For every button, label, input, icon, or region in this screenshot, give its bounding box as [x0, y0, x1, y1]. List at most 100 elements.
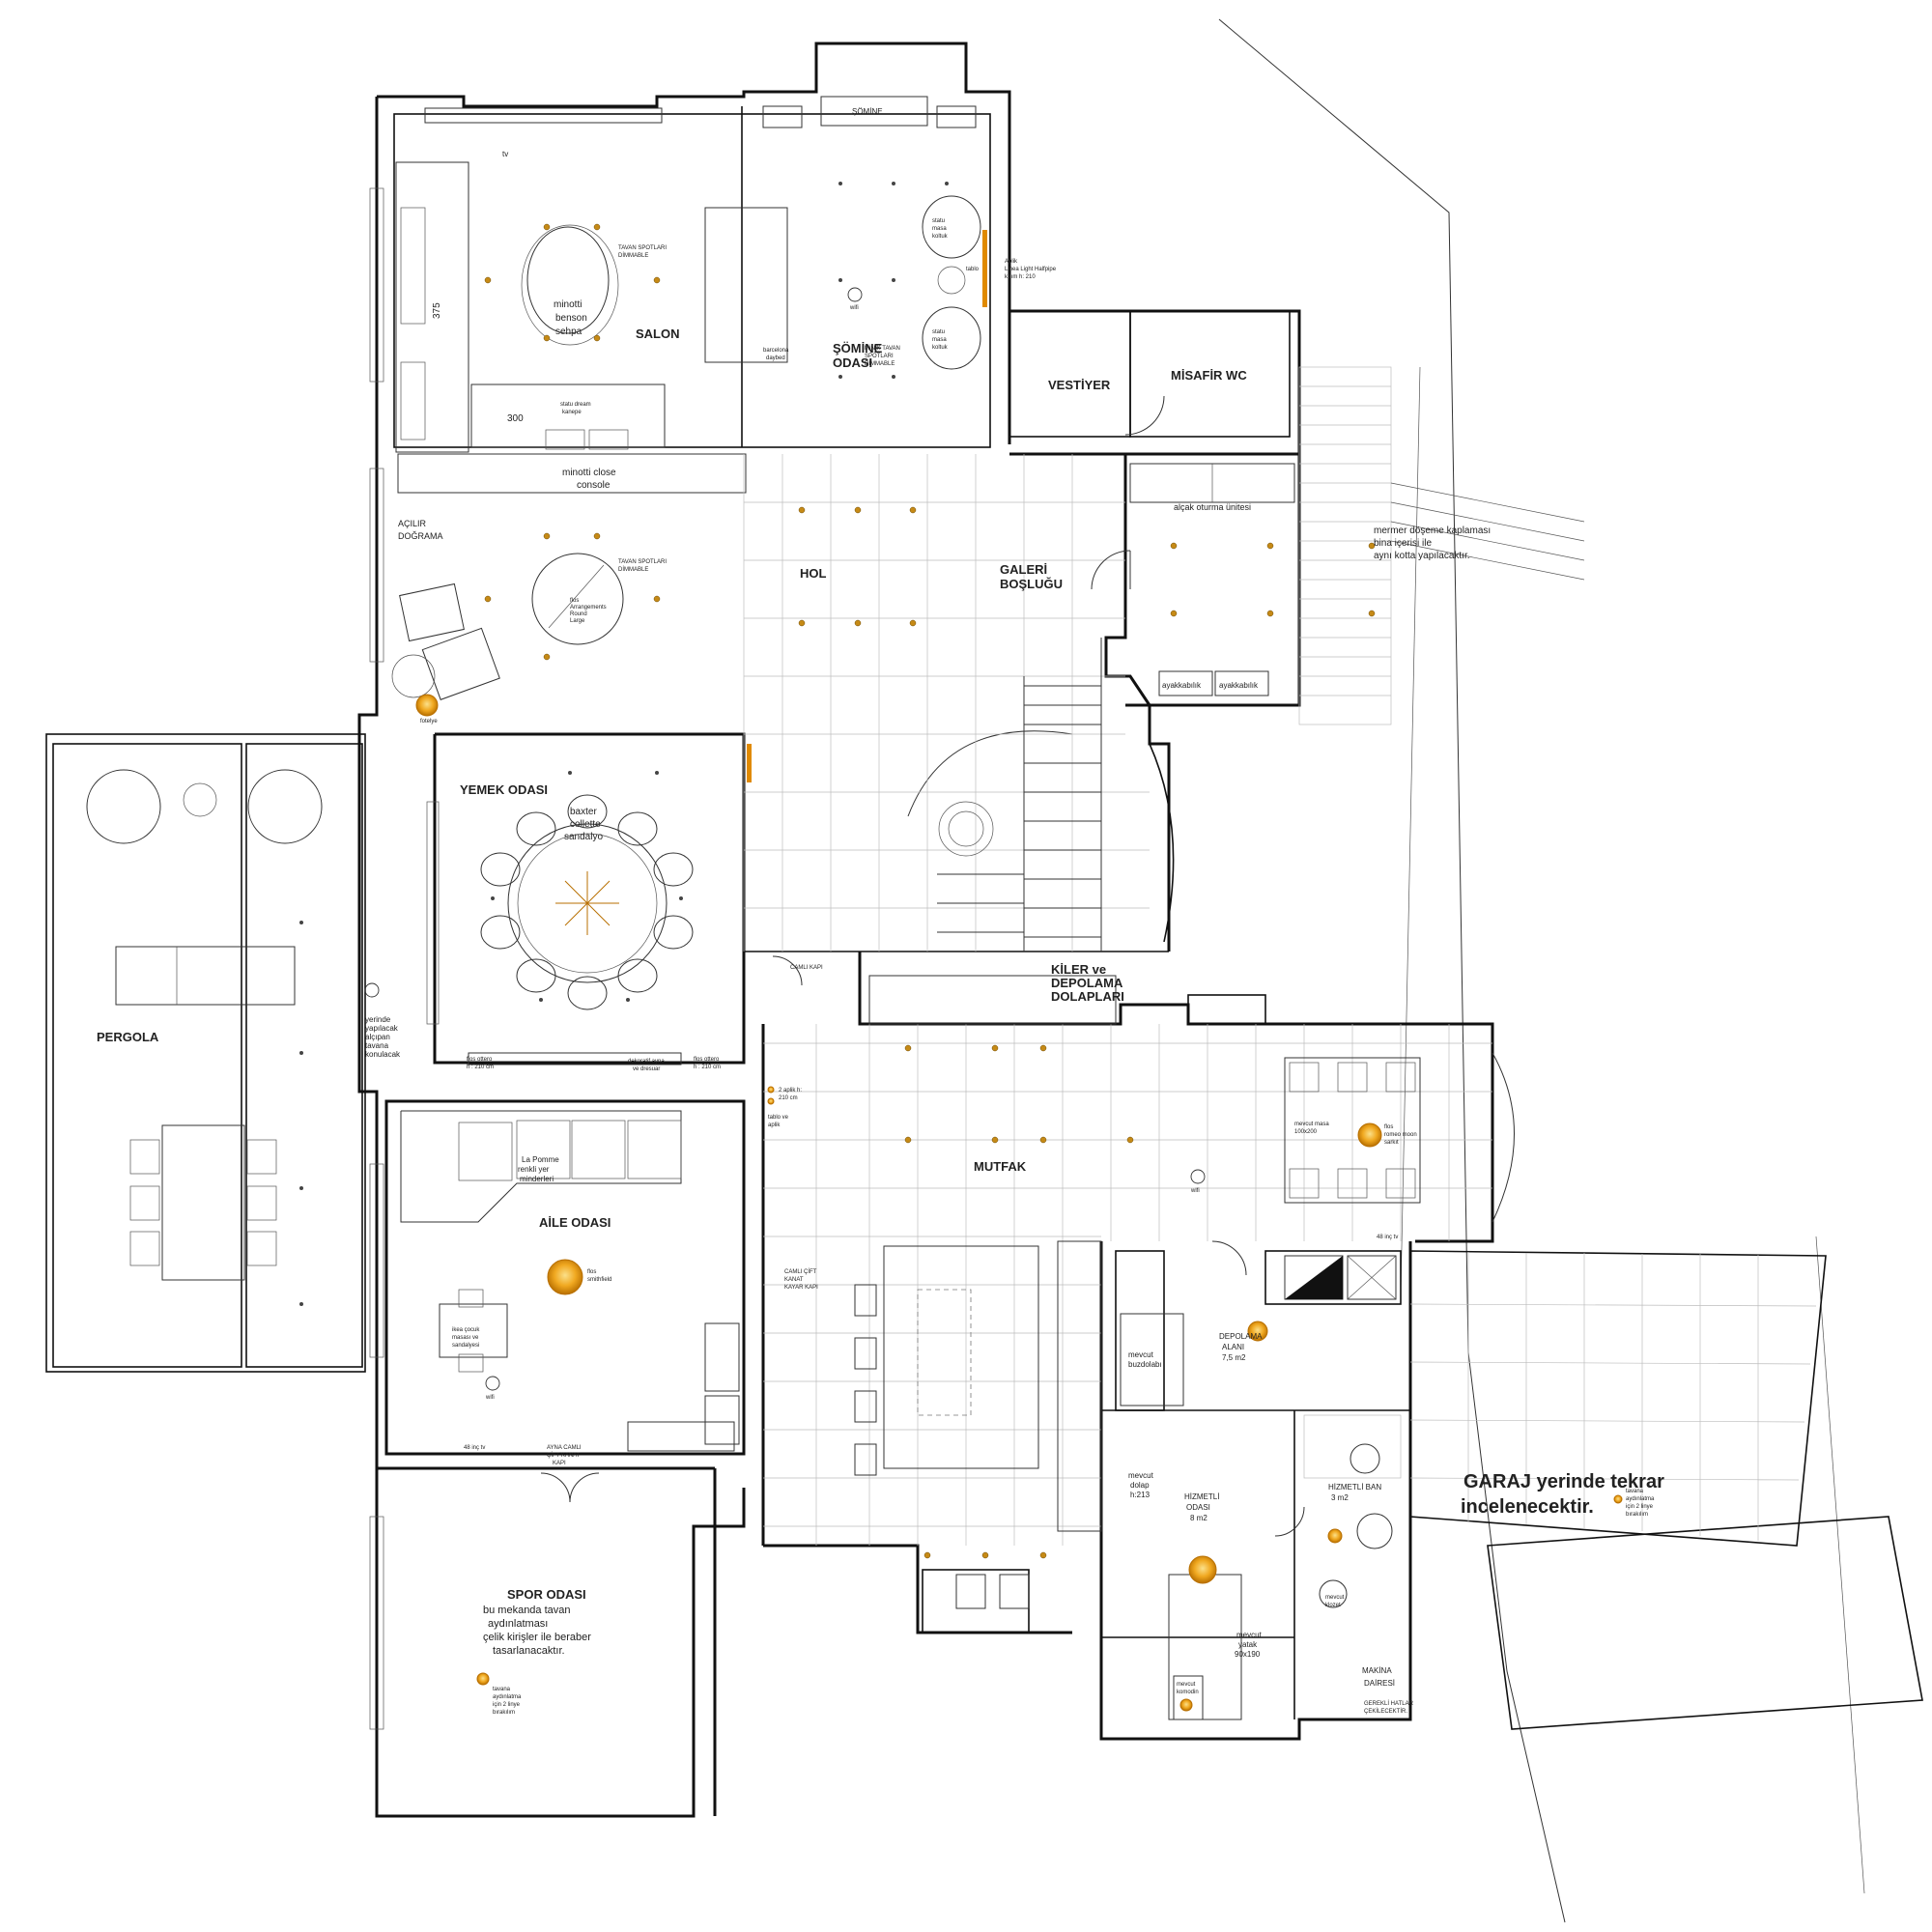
statu-dream-label-2: kanepe: [562, 410, 582, 415]
flos-arr-label-3: Round: [570, 611, 587, 617]
mevcut-dolap-label-1: mevcut: [1128, 1471, 1154, 1480]
spor-lamp-note-2: aydınlatma: [493, 1694, 522, 1700]
mevcut-dolap-label-3: h:213: [1130, 1491, 1151, 1499]
garaj-lamp-note-1: tavana: [1626, 1489, 1644, 1494]
statu-masa-label-1: statu: [932, 218, 945, 224]
baxter-label-1: baxter: [570, 807, 597, 817]
pergola-note-3: alçıpan: [365, 1033, 390, 1041]
ayna-kapi-label-1: AYNA CAMLI: [547, 1445, 582, 1451]
flos-ottero-label-3: flos ottero: [694, 1057, 720, 1063]
la-pomme-label-2: renkli yer: [518, 1165, 550, 1174]
room-depolama-3: 7,5 m2: [1222, 1353, 1246, 1362]
statu-masa-label-6: koltuk: [932, 345, 949, 351]
room-spor-1: SPOR ODASI: [507, 1587, 586, 1602]
pergola-note-5: konulacak: [365, 1050, 401, 1059]
mevcut-dolap-label-2: dolap: [1130, 1481, 1150, 1490]
barcelona-label-1: barcelona: [763, 348, 789, 354]
room-misafir-wc: MİSAFİR WC: [1171, 368, 1247, 383]
statu-masa-label-3: koltuk: [932, 234, 949, 240]
site-lines: [1218, 18, 1865, 1923]
flos-arr-label-4: Large: [570, 618, 585, 624]
room-hizmetli-3: 8 m2: [1190, 1514, 1208, 1522]
aplik2-label-1: 2 aplik h:: [779, 1088, 802, 1094]
klozet-label-2: klozet: [1325, 1603, 1341, 1608]
room-hol: HOL: [800, 566, 827, 581]
tablo-aplik-label-1: tablo ve: [768, 1115, 789, 1121]
statu-dream-label-1: statu dream: [560, 402, 591, 408]
room-hizmetli-banyo-1: HİZMETLİ BAN: [1328, 1483, 1381, 1492]
pergola: [45, 733, 366, 1373]
la-pomme-label-1: La Pomme: [522, 1155, 559, 1164]
minotti-label-2: benson: [555, 313, 587, 324]
wifi-label-3: wifi: [849, 305, 859, 311]
minik-spot-label-3: DİMMABLE: [865, 360, 895, 367]
room-spor-3: aydınlatması: [488, 1618, 548, 1630]
garaj-lamp-note-3: için 2 linye: [1626, 1504, 1654, 1510]
pergola-note-1: yerinde: [365, 1015, 391, 1024]
ayakkabilik-label-1: ayakkabılık: [1162, 681, 1202, 690]
ayna-kapi-label-2: ÇİFT KANAT: [547, 1452, 581, 1459]
marble-deck: [1298, 366, 1585, 725]
camli-kapi-label: CAMLI KAPI: [790, 965, 823, 971]
room-hizmetli-banyo-2: 3 m2: [1331, 1493, 1349, 1502]
statu-masa-label-4: statu: [932, 329, 945, 335]
spor-lamp-note-4: bırakılım: [493, 1710, 515, 1716]
yatak-label-2: yatak: [1238, 1640, 1258, 1649]
camli-cift-label-2: KANAT: [784, 1277, 804, 1283]
yatak-label-1: mevcut: [1236, 1631, 1263, 1639]
aplik-label-1: Aplik: [1005, 259, 1018, 265]
room-depolama-1: DEPOLAMA: [1219, 1332, 1263, 1341]
baxter-label-3: sandalyo: [564, 832, 603, 842]
la-pomme-label-3: minderleri: [520, 1175, 554, 1183]
room-spor-2: bu mekanda tavan: [483, 1605, 571, 1616]
tavan-spot-label-2: DİMMABLE: [618, 252, 648, 259]
acilir-label-1: AÇILIR: [398, 519, 427, 528]
yatak-label-3: 90x190: [1235, 1650, 1261, 1659]
room-spor-5: tasarlanacaktır.: [493, 1645, 565, 1657]
garage: [1409, 1250, 1923, 1730]
flos-ottero-label-2: h : 210 cm: [467, 1065, 494, 1070]
dekoratif-label-1: dekoratif ayna: [628, 1059, 665, 1065]
pergola-note-2: yapılacak: [365, 1024, 399, 1033]
room-hizmetli-1: HİZMETLİ: [1184, 1492, 1219, 1501]
buzdolabi-label-1: mevcut: [1128, 1350, 1154, 1359]
room-somine-2: ODASI: [833, 355, 872, 370]
mevcut-masa-label-2: 100x200: [1294, 1129, 1318, 1135]
ikea-label-1: ikea çocuk: [452, 1327, 480, 1333]
aplik-label-2: Linea Light Halfpipe: [1005, 267, 1057, 272]
room-spor-4: çelik kirişler ile beraber: [483, 1632, 591, 1643]
room-vestiyer: VESTİYER: [1048, 378, 1111, 392]
room-galeri-1: GALERİ: [1000, 562, 1047, 577]
camli-cift-label-1: CAMLI ÇİFT: [784, 1268, 817, 1275]
minotti-label-3: sehpa: [555, 327, 582, 337]
flos-romeo-label-2: romeo moon: [1384, 1132, 1417, 1138]
console-label-1: minotti close: [562, 468, 616, 478]
room-salon: SALON: [636, 327, 680, 341]
flos-ottero-label-1: flos ottero: [467, 1057, 493, 1063]
room-labels: SALON ŞÖMİNE ODASI ŞÖMİNE VESTİYER MİSAF…: [97, 107, 1664, 1688]
dimension-300: 300: [507, 413, 524, 424]
statu-masa-label-5: masa: [932, 337, 947, 343]
wifi-icon: [364, 287, 1206, 1391]
tablo-label: tablo: [966, 267, 980, 272]
aile-furniture: [400, 1110, 740, 1452]
wifi-label-2: wifi: [1190, 1188, 1200, 1194]
room-somine-1: ŞÖMİNE: [833, 341, 883, 355]
outer-walls: [357, 42, 1494, 1818]
buzdolabi-label-2: buzdolabı: [1128, 1360, 1162, 1369]
flos-arr-label-2: Arrangements: [570, 605, 607, 611]
wifi-label-1: wifi: [485, 1395, 495, 1401]
ayna-kapi-label-3: KAPI: [553, 1461, 566, 1466]
room-depolama-2: ALANI: [1222, 1343, 1244, 1351]
room-mutfak: MUTFAK: [974, 1159, 1027, 1174]
tv48b-label: 48 inç tv: [1377, 1235, 1398, 1240]
klozet-label-1: mevcut: [1325, 1595, 1345, 1601]
furniture-labels: tv minotti benson sehpa 375 300 statu dr…: [365, 150, 1655, 1716]
pendant-lamps: [415, 230, 1623, 1712]
garaj-lamp-note-2: aydınlatma: [1626, 1496, 1655, 1502]
room-makina-1: MAKİNA: [1362, 1666, 1392, 1675]
flos-smith-label-2: smithfield: [587, 1277, 611, 1283]
hol-grid: [743, 454, 1295, 952]
flos-arr-label-1: flos: [570, 598, 579, 604]
